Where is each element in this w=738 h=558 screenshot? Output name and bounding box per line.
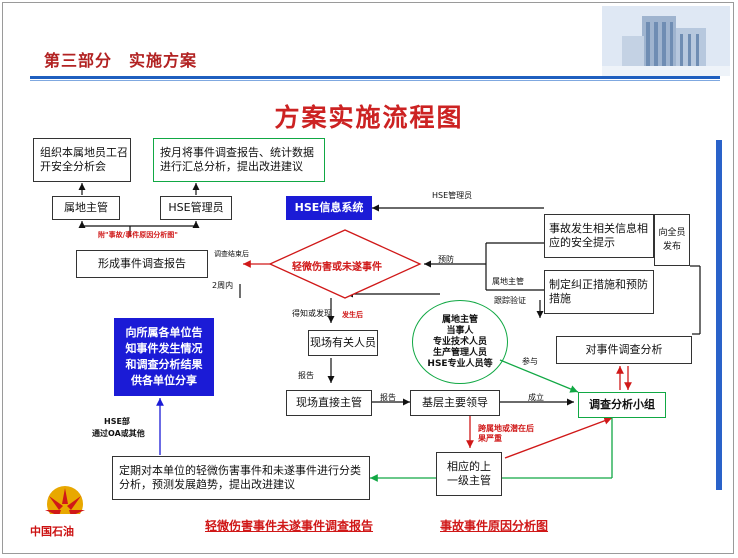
node-publish-all: 向全员 发布 <box>654 214 690 266</box>
event-diamond-label: 轻微伤害或未遂事件 <box>292 262 382 273</box>
side-accent-bar <box>716 140 722 490</box>
node-hse-system: HSE信息系统 <box>286 196 372 220</box>
node-participants: 属地主管 当事人 专业技术人员 生产管理人员 HSE专业人员等 <box>412 300 508 384</box>
node-event-analysis: 对事件调查分析 <box>556 336 692 364</box>
node-onsite-personnel: 现场有关人员 <box>308 330 378 356</box>
petrochina-logo-icon <box>45 486 85 522</box>
label-report-1: 报告 <box>298 371 314 380</box>
label-after-investigation: 调查结束后 <box>214 250 249 258</box>
label-establish: 成立 <box>528 393 544 402</box>
node-territory-manager: 属地主管 <box>52 196 120 220</box>
node-org-meeting: 组织本属地员工召开安全分析会 <box>33 138 131 182</box>
label-hse-dept: HSE部 <box>104 417 130 426</box>
node-hse-manager: HSE管理员 <box>160 196 232 220</box>
event-diamond <box>268 229 422 299</box>
label-occur: 发生后 <box>342 311 363 319</box>
publish-label-1: 向全员 <box>658 228 686 238</box>
node-corrective-measures: 制定纠正措施和预防措施 <box>544 270 654 314</box>
label-attach-cause-chart: 附"事故/事件原因分析图" <box>98 231 178 239</box>
node-form-report: 形成事件调查报告 <box>76 250 208 278</box>
page-title: 方案实施流程图 <box>274 103 464 132</box>
label-prevent: 预防 <box>438 255 454 264</box>
label-discover: 得知或发现 <box>292 309 332 318</box>
node-basic-leader: 基层主要领导 <box>410 390 500 416</box>
building-image <box>602 6 730 76</box>
logo-text: 中国石油 <box>30 525 74 538</box>
label-via-oa: 通过OA或其他 <box>92 429 145 438</box>
publish-label-2: 发布 <box>662 242 681 252</box>
node-accident-info: 事故发生相关信息相应的安全提示 <box>544 214 654 258</box>
label-hse-admin: HSE管理员 <box>432 191 473 200</box>
node-periodic-analysis: 定期对本单位的轻微伤害事件和未遂事件进行分类分析，预测发展趋势，提出改进建议 <box>112 456 370 500</box>
label-cross-territory: 跨属地或潜在后果严重 <box>478 424 534 443</box>
node-direct-supervisor: 现场直接主管 <box>286 390 372 416</box>
header-divider-thin <box>30 80 720 81</box>
header-divider <box>30 76 720 79</box>
node-upper-supervisor: 相应的上一级主管 <box>436 452 502 496</box>
label-participate: 参与 <box>522 357 538 366</box>
node-monthly-report: 按月将事件调查报告、统计数据进行汇总分析，提出改进建议 <box>153 138 325 182</box>
label-two-weeks: 2周内 <box>212 281 234 290</box>
section-title: 第三部分 实施方案 <box>44 51 198 70</box>
link-cause-analysis-chart[interactable]: 事故事件原因分析图 <box>440 519 549 533</box>
link-investigation-report[interactable]: 轻微伤害事件未遂事件调查报告 <box>205 519 374 533</box>
node-notify-units: 向所属各单位告知事件发生情况和调查分析结果供各单位分享 <box>114 318 214 396</box>
node-investigation-group: 调查分析小组 <box>578 392 666 418</box>
label-territory: 属地主管 <box>492 277 524 286</box>
label-report-2: 报告 <box>380 393 396 402</box>
label-track-verify: 跟踪验证 <box>494 296 526 305</box>
